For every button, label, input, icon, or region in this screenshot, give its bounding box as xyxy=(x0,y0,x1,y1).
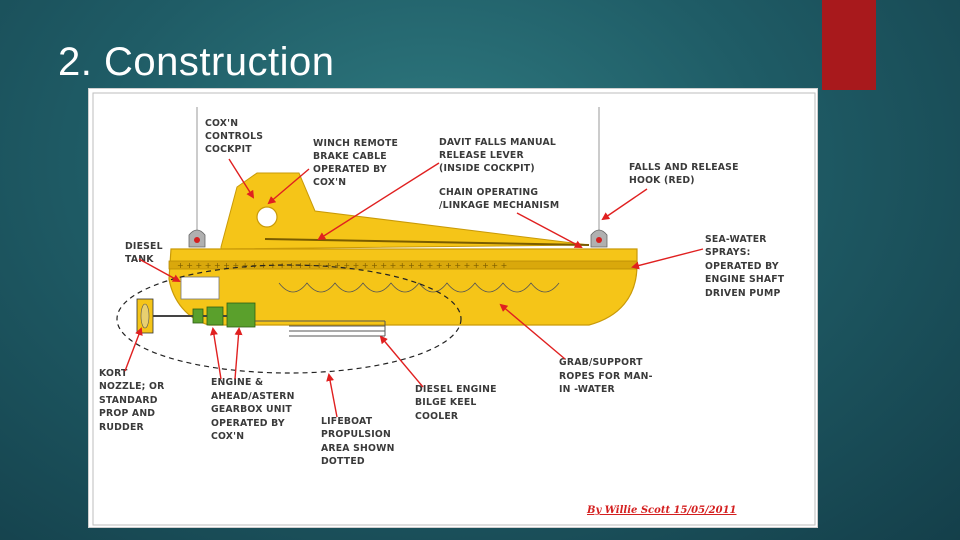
spray-nozzles: + + + + + + + + + + + + + + + + + + + + … xyxy=(177,261,507,270)
callout-arrows xyxy=(124,158,704,418)
label-engine-gearbox: ENGINE & AHEAD/ASTERN GEARBOX UNIT OPERA… xyxy=(211,377,298,442)
shaft-coupling xyxy=(192,308,204,324)
diesel-tank xyxy=(180,276,220,300)
image-border xyxy=(92,92,816,526)
gearbox-unit xyxy=(206,306,224,326)
label-lifeboat-propulsion: LIFEBOAT PROPULSION AREA SHOWN DOTTED xyxy=(321,416,398,467)
diesel-engine-block xyxy=(226,302,256,328)
label-winch-remote: WINCH REMOTE BRAKE CABLE OPERATED BY COX… xyxy=(313,138,402,188)
label-chain-operating: CHAIN OPERATING /LINKAGE MECHANISM xyxy=(439,187,559,211)
label-grab-support: GRAB/SUPPORT ROPES FOR MAN- IN -WATER xyxy=(559,357,656,395)
label-davit-falls: DAVIT FALLS MANUAL RELEASE LEVER (INSIDE… xyxy=(439,137,559,174)
bilge-keel-cooler xyxy=(255,320,386,337)
label-falls-release: FALLS AND RELEASE HOOK (RED) xyxy=(629,162,742,186)
svg-text:+ + + + + + + + + + + + + + +: + + + + + + + + + + + + + + + + + + + + … xyxy=(177,261,507,270)
slide-title: 2. Construction xyxy=(58,40,335,84)
accent-bar xyxy=(822,0,876,90)
propeller xyxy=(140,303,150,329)
diagram-credit: By Willie Scott 15/05/2011 xyxy=(586,505,737,516)
label-diesel-engine: DIESEL ENGINE BILGE KEEL COOLER xyxy=(415,384,500,422)
release-hook-fwd-red xyxy=(194,237,200,243)
propulsion-area-outline xyxy=(116,264,462,374)
grab-support-ropes xyxy=(278,282,560,293)
cockpit-window xyxy=(256,206,278,228)
label-diesel-tank: DIESEL TANK xyxy=(125,241,166,265)
label-kort-nozzle: KORT NOZZLE; OR STANDARD PROP AND RUDDER xyxy=(99,368,168,433)
lifeboat-diagram-svg: + + + + + + + + + + + + + + + + + + + + … xyxy=(92,92,816,526)
lifeboat-diagram: + + + + + + + + + + + + + + + + + + + + … xyxy=(88,88,818,528)
release-hook-aft-red xyxy=(596,237,602,243)
lifeboat-canopy xyxy=(220,172,590,250)
label-coxn-controls: COX'N CONTROLS COCKPIT xyxy=(205,118,267,155)
label-sea-water: SEA-WATER SPRAYS: OPERATED BY ENGINE SHA… xyxy=(705,234,788,299)
